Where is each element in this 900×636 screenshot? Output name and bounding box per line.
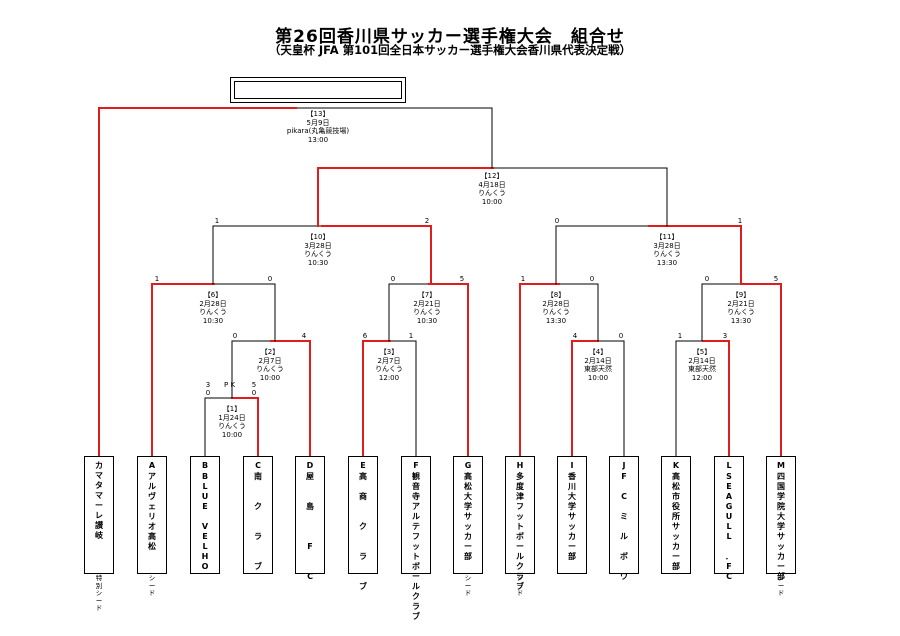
- team-letter: K: [672, 461, 680, 470]
- team-name: ア ル ヴ ェ リ オ 高 松: [148, 472, 156, 551]
- match-3-info: 【3】 2月7日 りんくう 12:00: [375, 348, 403, 382]
- team-name: F C ミ ル ボ ワ: [620, 472, 628, 581]
- seed-note: シ ー ド: [148, 574, 156, 597]
- match-7-info: 【7】 2月21日 りんくう 10:30: [413, 291, 441, 325]
- team-box: J F C ミ ル ボ ワ: [609, 456, 639, 581]
- match-7-left-score: 0: [390, 275, 396, 283]
- match-10-left-score: 1: [214, 217, 220, 225]
- seed-note: 特 別 シ ー ド: [95, 574, 103, 612]
- match-11-info: 【11】 3月28日 りんくう 13:30: [653, 233, 681, 267]
- team-box: C 南 ク ラ ブ: [243, 456, 273, 574]
- team-box: F 観 音 寺 ア ル テ フ ッ ト ボ ー ル ク ラ ブ: [401, 456, 431, 621]
- team-name: B L U E V E L H O: [201, 472, 209, 571]
- match-8-right-score: 0: [589, 275, 595, 283]
- team-letter: E: [360, 461, 366, 470]
- team-name: S E A G U L L ． F C: [725, 472, 733, 581]
- team-letter: A: [148, 461, 156, 470]
- team-letter: I: [570, 461, 574, 470]
- team-name: カ マ タ マ ー レ 讃 岐: [95, 461, 103, 540]
- match-4-left-score: 4: [572, 332, 578, 340]
- team-letter: M: [777, 461, 785, 470]
- team-name: 多 度 津 フ ッ ト ボ ー ル ク ラ ブ: [516, 472, 524, 591]
- page-title: 第26回香川県サッカー選手権大会 組合せ: [275, 27, 625, 47]
- match-4-right-score: 0: [618, 332, 624, 340]
- match-2-left-score: 0: [232, 332, 238, 340]
- team-box: K 高 松 市 役 所 サ ッ カ ー 部: [661, 456, 691, 574]
- team-letter: C: [255, 461, 261, 470]
- match-10-info: 【10】 3月28日 りんくう 10:30: [304, 233, 332, 267]
- team-box: M 四 国 学 院 大 学 サ ッ カ ー 部: [766, 456, 796, 581]
- match-7-right-score: 5: [459, 275, 465, 283]
- team-box: E 高 商 ク ラ ブ: [348, 456, 378, 591]
- team-letter: F: [413, 461, 419, 470]
- match-1-left-score: 0: [205, 389, 211, 397]
- team-letter: J: [622, 461, 626, 470]
- match-8-left-score: 1: [520, 275, 526, 283]
- team-box: H 多 度 津 フ ッ ト ボ ー ル ク ラ ブ: [505, 456, 535, 591]
- team-box: カ マ タ マ ー レ 讃 岐: [84, 456, 114, 574]
- match-9-left-score: 0: [704, 275, 710, 283]
- seed-note: シ ー ド: [516, 574, 524, 597]
- match-11-right-score: 1: [737, 217, 743, 225]
- seed-note: シ ー ド: [464, 574, 472, 597]
- match-4-info: 【4】 2月14日 東部天然 10:00: [584, 348, 612, 382]
- match-5-right-score: 3: [722, 332, 728, 340]
- team-box: D 屋 島 F C: [295, 456, 325, 581]
- team-name: 香 川 大 学 サ ッ カ ー 部: [568, 472, 576, 561]
- team-name: 南 ク ラ ブ: [254, 472, 262, 571]
- team-letter: B: [201, 461, 209, 470]
- match-5-info: 【5】 2月14日 東部天然 12:00: [688, 348, 716, 382]
- match-6-right-score: 0: [267, 275, 273, 283]
- match-2-right-score: 4: [301, 332, 307, 340]
- team-letter: H: [516, 461, 524, 470]
- team-name: 屋 島 F C: [306, 472, 314, 581]
- match-6-info: 【6】 2月28日 りんくう 10:30: [199, 291, 227, 325]
- team-box: B B L U E V E L H O: [190, 456, 220, 574]
- team-box: A ア ル ヴ ェ リ オ 高 松: [137, 456, 167, 574]
- match-2-info: 【2】 2月7日 りんくう 10:00: [256, 348, 284, 382]
- page-subtitle: （天皇杯 JFA 第101回全日本サッカー選手権大会香川県代表決定戦）: [268, 43, 632, 57]
- match-1-pk-left: 3: [205, 381, 211, 389]
- team-name: 四 国 学 院 大 学 サ ッ カ ー 部: [777, 472, 785, 581]
- match-1-pk-label: P K: [224, 381, 236, 389]
- team-name: 高 松 大 学 サ ッ カ ー 部: [464, 472, 472, 561]
- match-5-left-score: 1: [677, 332, 683, 340]
- match-9-right-score: 5: [773, 275, 779, 283]
- team-name: 観 音 寺 ア ル テ フ ッ ト ボ ー ル ク ラ ブ: [412, 472, 420, 621]
- seed-note: シ ー ド: [777, 574, 785, 597]
- match-10-right-score: 2: [424, 217, 430, 225]
- match-13-info: 【13】 5月9日 pikara(丸亀競技場) 13:00: [286, 110, 350, 144]
- match-8-info: 【8】 2月28日 りんくう 13:30: [542, 291, 570, 325]
- champion-box: [230, 77, 406, 103]
- team-letter: D: [306, 461, 314, 470]
- match-1-info: 【1】 1月24日 りんくう 10:00: [218, 405, 246, 439]
- match-3-left-score: 6: [362, 332, 368, 340]
- match-1-right-score: 0: [251, 389, 257, 397]
- match-12-info: 【12】 4月18日 りんくう 10:00: [478, 172, 506, 206]
- match-6-left-score: 1: [154, 275, 160, 283]
- match-11-left-score: 0: [554, 217, 560, 225]
- team-box: I 香 川 大 学 サ ッ カ ー 部: [557, 456, 587, 574]
- match-3-right-score: 1: [408, 332, 414, 340]
- match-1-pk-right: 5: [251, 381, 257, 389]
- team-box: G 高 松 大 学 サ ッ カ ー 部: [453, 456, 483, 574]
- team-name: 高 松 市 役 所 サ ッ カ ー 部: [672, 472, 680, 571]
- team-letter: G: [464, 461, 472, 470]
- team-box: L S E A G U L L ． F C: [714, 456, 744, 581]
- team-name: 高 商 ク ラ ブ: [359, 472, 367, 591]
- match-9-info: 【9】 2月21日 りんくう 13:30: [727, 291, 755, 325]
- team-letter: L: [726, 461, 732, 470]
